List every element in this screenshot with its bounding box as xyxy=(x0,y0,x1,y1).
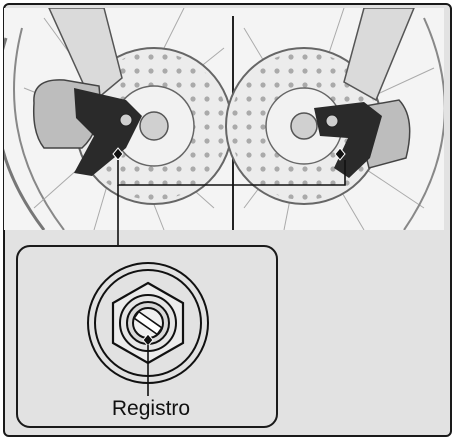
callout-label: Registro xyxy=(106,397,196,421)
adjuster-detail xyxy=(88,263,208,396)
